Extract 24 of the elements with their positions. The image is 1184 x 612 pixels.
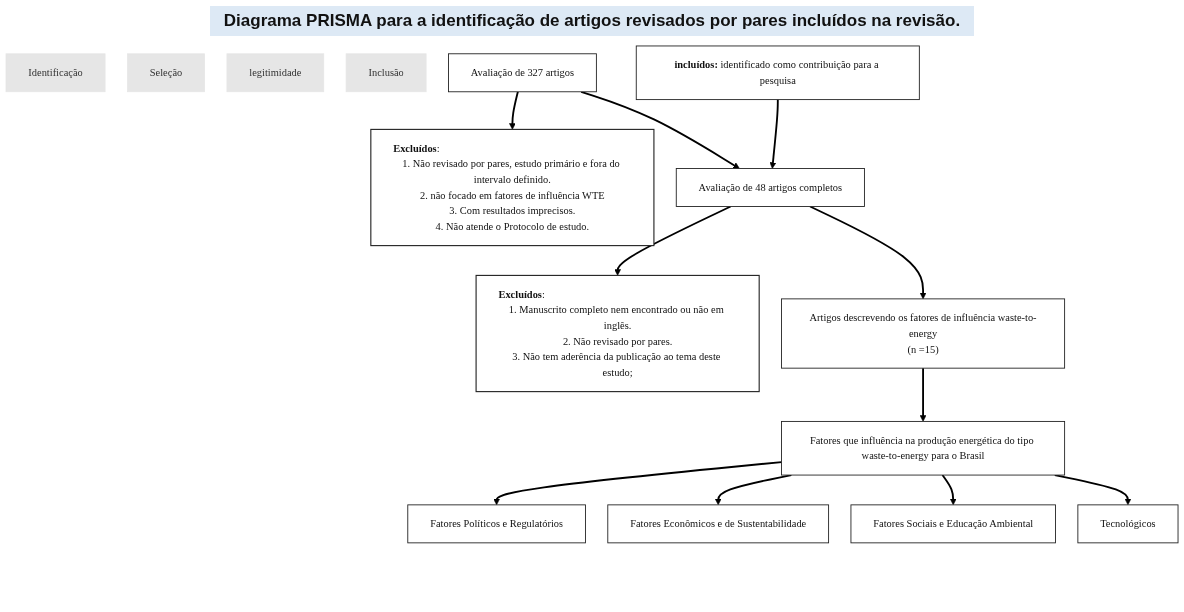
node-box: Avaliação de 327 artigos — [448, 53, 597, 93]
node-box: Fatores Políticos e Regulatórios — [407, 504, 586, 544]
node-box: Avaliação de 48 artigos completos — [675, 168, 865, 207]
arrow — [614, 205, 732, 276]
node-box: legitimidade — [226, 53, 325, 93]
arrow — [580, 90, 740, 169]
node-box: incluídos: identificado como contribuição para a pesquisa — [635, 45, 920, 101]
node-box: Fatores Econômicos e de Sustentabilidade — [607, 504, 830, 544]
arrow — [509, 90, 519, 130]
node-box: Fatores Sociais e Educação Ambiental — [850, 504, 1056, 544]
arrow — [809, 205, 927, 300]
node-box: Tecnológicos — [1077, 504, 1179, 544]
arrow — [493, 461, 783, 506]
arrow — [769, 98, 779, 169]
diagram-title: Diagrama PRISMA para a identificação de artigos revisados por pares incluídos na revisão. — [209, 6, 975, 36]
arrow — [941, 474, 957, 506]
node-box: Excluídos: 1. Não revisado por pares, estudo primário e fora do intervalo definido. 2. não focado em fatores de influência WTE 3. Com resultados imprecisos. 4. Não atende o Protocolo de estudo. — [370, 128, 655, 247]
node-box: Seleção — [127, 53, 205, 93]
node-box: Identificação — [5, 53, 106, 93]
node-box: Inclusão — [345, 53, 427, 93]
node-box: Fatores que influência na produção energética do tipo waste-to-energy para o Brasil — [781, 420, 1066, 476]
node-box: Artigos descrevendo os fatores de influência waste-to-energy (n =15) — [781, 298, 1066, 369]
arrow — [919, 367, 927, 422]
node-box: Excluídos: 1. Manuscrito completo nem encontrado ou não em inglês. 2. Não revisado por pares. 3. Não tem aderência da publicação ao tema deste estudo; — [475, 274, 760, 393]
